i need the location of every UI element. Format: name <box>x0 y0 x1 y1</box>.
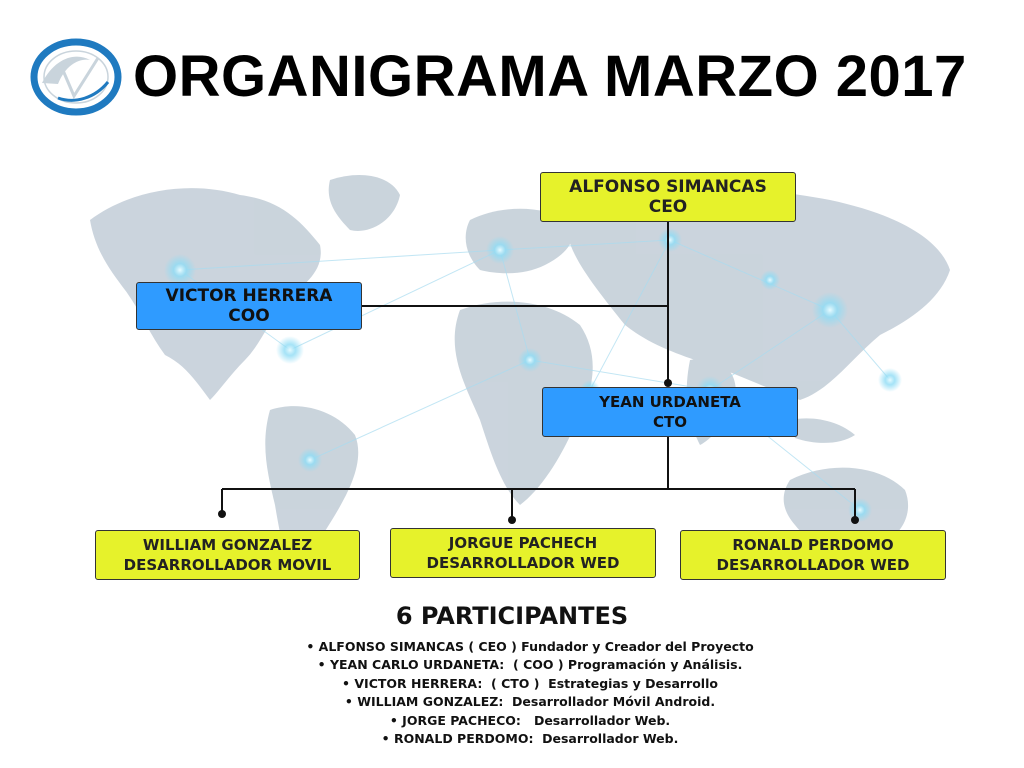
developer-role: DESARROLLADOR MOVIL <box>123 556 332 574</box>
participant-item: • RONALD PERDOMO: Desarrollador Web. <box>381 731 679 747</box>
cto-box: YEAN URDANETA CTO <box>542 387 798 437</box>
participant-item: • VICTOR HERRERA: ( CTO ) Estrategias y … <box>342 675 718 691</box>
developer-name: RONALD PERDOMO <box>732 536 894 554</box>
ceo-role: CEO <box>648 197 688 217</box>
participants-heading: 6 PARTICIPANTES <box>395 602 629 630</box>
developer-name: WILLIAM GONZALEZ <box>142 536 313 554</box>
cto-role: CTO <box>653 413 687 431</box>
participants-list: • ALFONSO SIMANCAS ( CEO ) Fundador y Cr… <box>0 638 1024 748</box>
circle-swoosh-logo-icon <box>30 38 122 116</box>
participant-item: • YEAN CARLO URDANETA: ( COO ) Programac… <box>317 657 743 673</box>
ceo-box: ALFONSO SIMANCAS CEO <box>540 172 796 222</box>
coo-name: VICTOR HERRERA <box>165 286 333 306</box>
coo-box: VICTOR HERRERA COO <box>136 282 362 330</box>
participant-item: • WILLIAM GONZALEZ: Desarrollador Móvil … <box>344 694 716 710</box>
participant-item: • ALFONSO SIMANCAS ( CEO ) Fundador y Cr… <box>306 639 754 654</box>
developer-role: DESARROLLADOR WED <box>426 554 620 572</box>
participant-item: • JORGE PACHECO: Desarrollador Web. <box>389 712 671 728</box>
ceo-name: ALFONSO SIMANCAS <box>569 177 767 197</box>
developer-name: JORGUE PACHECH <box>448 534 598 552</box>
developer-box-mobile: WILLIAM GONZALEZ DESARROLLADOR MOVIL <box>95 530 360 580</box>
coo-role: COO <box>228 306 270 326</box>
cto-name: YEAN URDANETA <box>599 393 741 411</box>
developer-box-web-1: JORGUE PACHECH DESARROLLADOR WED <box>390 528 656 578</box>
developer-box-web-2: RONALD PERDOMO DESARROLLADOR WED <box>680 530 946 580</box>
page-title: ORGANIGRAMA MARZO 2017 <box>133 44 967 109</box>
developer-role: DESARROLLADOR WED <box>716 556 910 574</box>
